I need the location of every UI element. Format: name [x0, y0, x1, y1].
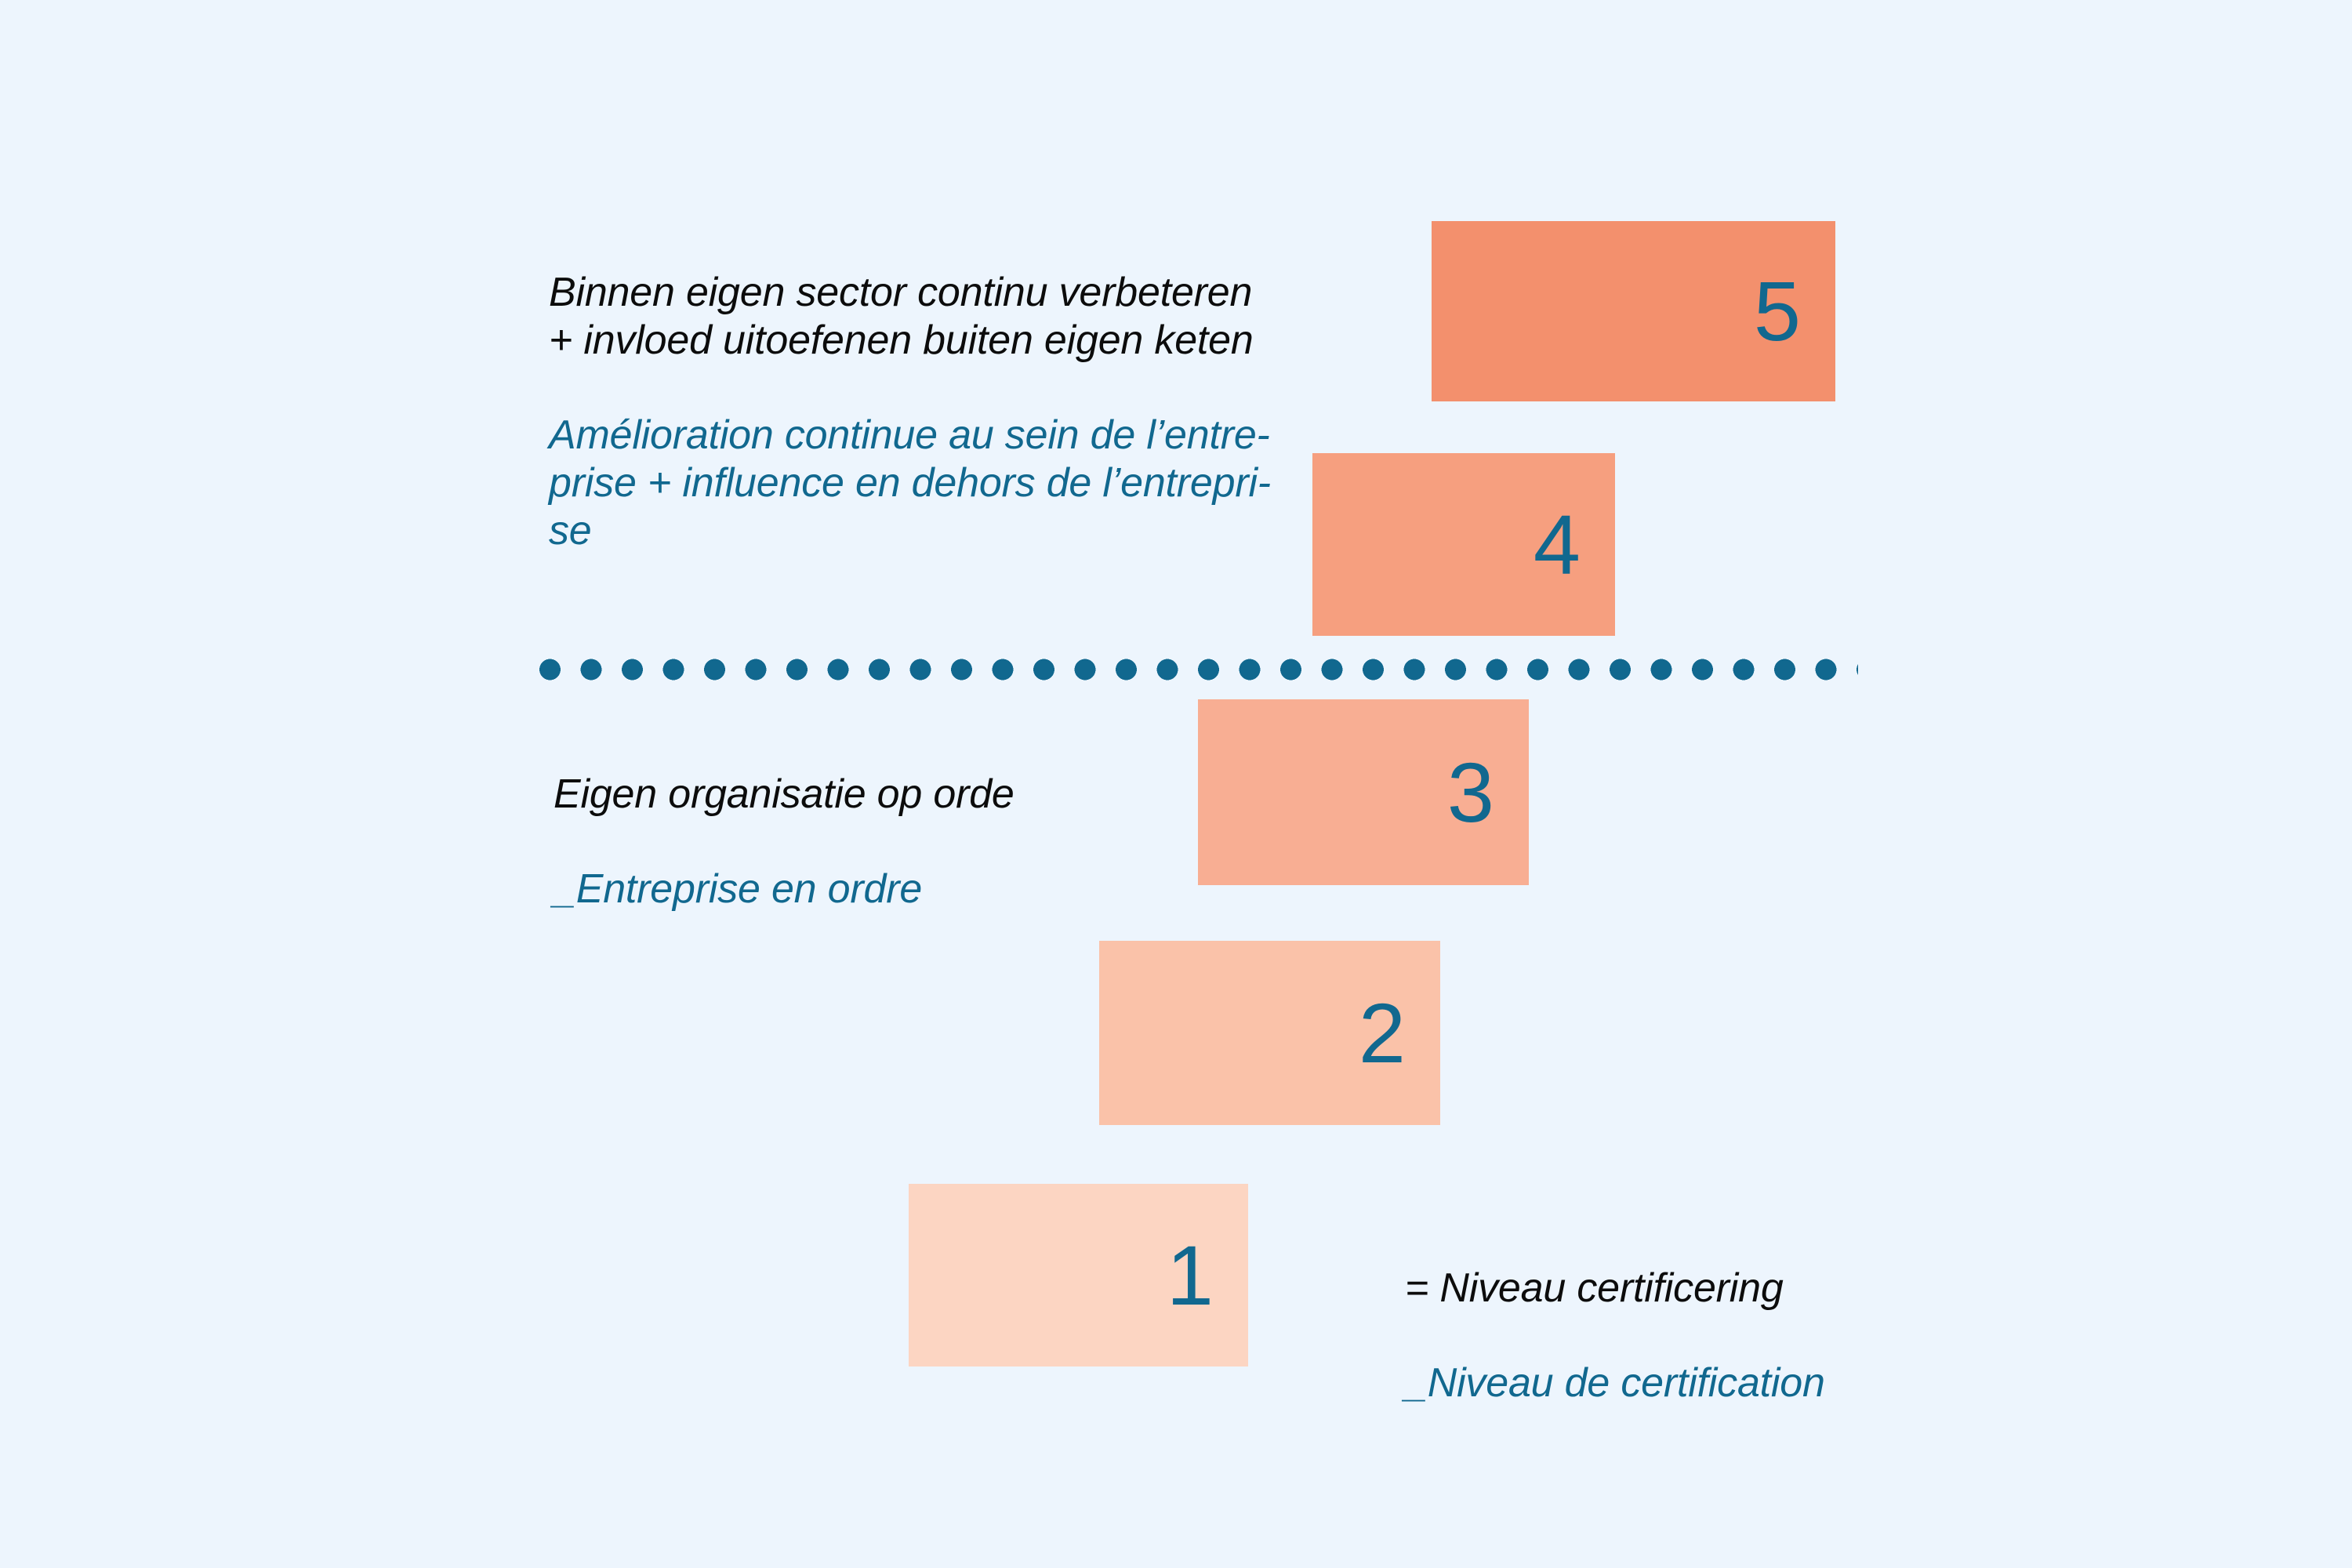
level-bar-2-number: 2: [1358, 985, 1406, 1080]
level-bar-3-number: 3: [1446, 744, 1494, 840]
level-bar-5-number: 5: [1753, 263, 1801, 358]
middle-group-label-nl: Eigen organisatie op orde: [554, 771, 1014, 817]
middle-group-label-fr: _Entreprise en ordre: [554, 866, 923, 913]
middle-group-label: Eigen organisatie op orde _Entreprise en…: [554, 723, 1259, 961]
certification-legend: = Niveau certificering _Niveau de certif…: [1405, 1217, 1954, 1455]
level-bar-4-number: 4: [1533, 496, 1581, 592]
certification-legend-nl: = Niveau certificering: [1405, 1265, 1784, 1311]
top-group-label-fr: Amélioration continue au sein de l’entre…: [549, 412, 1271, 554]
level-bar-1[interactable]: 1: [909, 1184, 1248, 1367]
level-bar-5[interactable]: 5: [1432, 221, 1835, 401]
certification-legend-fr: _Niveau de certification: [1405, 1360, 1825, 1406]
level-bar-4[interactable]: 4: [1312, 453, 1615, 636]
level-bar-3[interactable]: 3: [1198, 699, 1529, 885]
level-bar-1-number: 1: [1166, 1227, 1214, 1323]
top-group-label: Binnen eigen sector continu verbeteren +…: [549, 221, 1341, 603]
dotted-divider: [539, 659, 1858, 681]
top-group-label-nl: Binnen eigen sector continu verbeteren +…: [549, 269, 1254, 363]
level-bar-2[interactable]: 2: [1099, 941, 1440, 1125]
